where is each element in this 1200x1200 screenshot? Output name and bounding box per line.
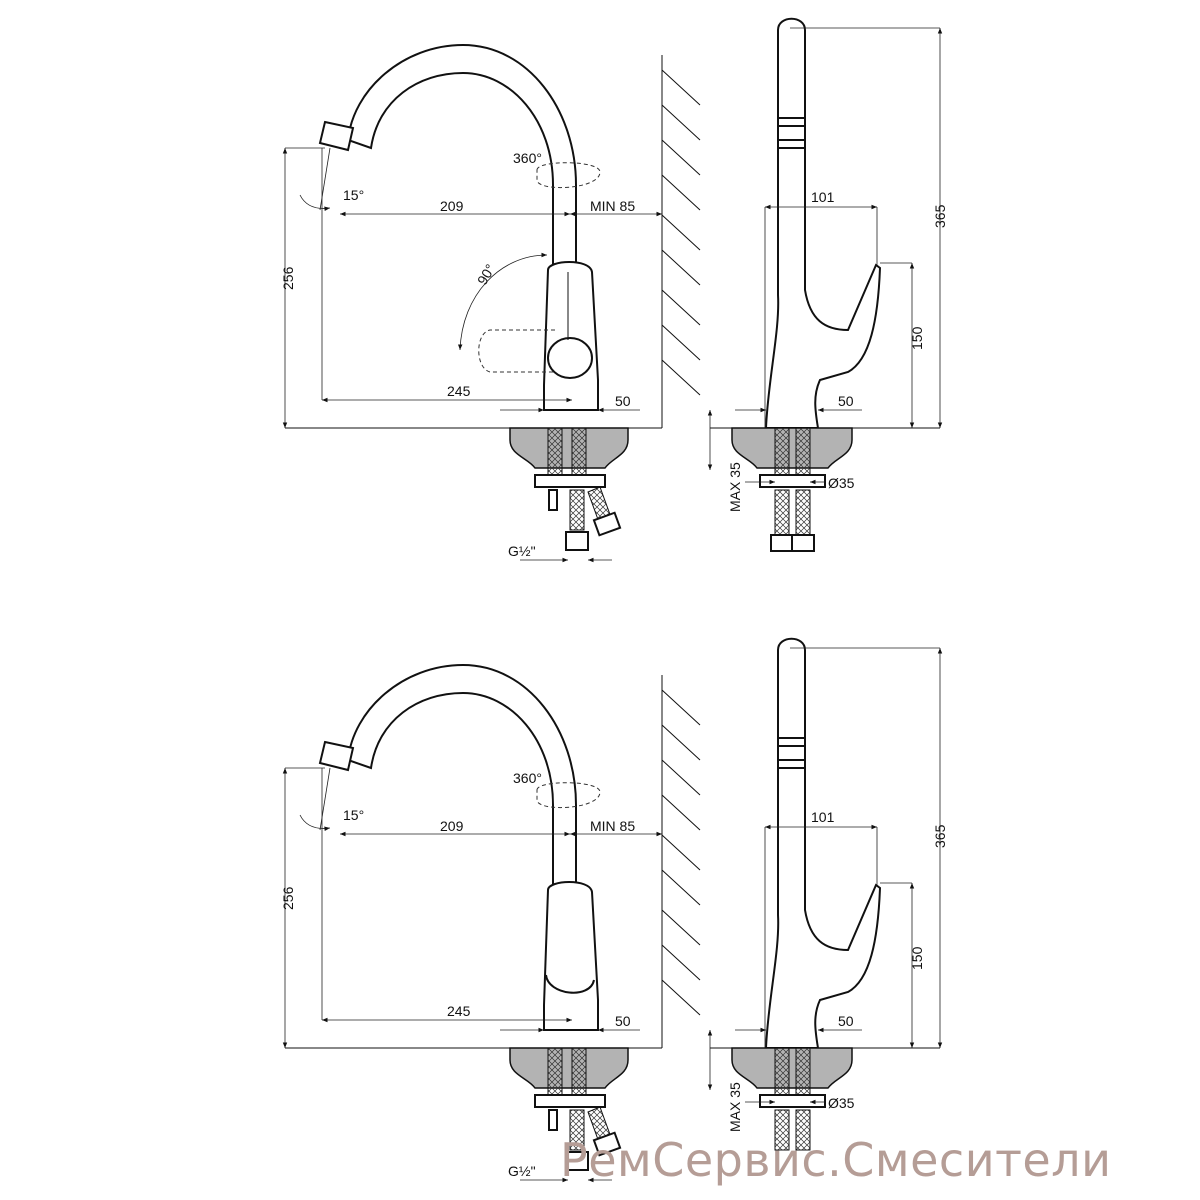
label-base-width-2: 50 [615, 1013, 631, 1029]
side-ring-2 [777, 139, 806, 149]
stud [548, 489, 558, 511]
front-view [282, 43, 701, 563]
watermark: РемСервис.Смесители [560, 1133, 1112, 1187]
flex-hose-a [569, 489, 585, 531]
label-depth-2: 101 [811, 809, 835, 825]
label-side-base-2: 50 [838, 1013, 854, 1029]
counter-section [509, 427, 629, 469]
label-total-height-2: 365 [932, 824, 948, 848]
faucet-body [543, 261, 599, 411]
label-spout-height: 256 [280, 266, 296, 290]
hose-right [571, 427, 587, 481]
front-view-2 [282, 663, 701, 1183]
label-angle-2: 15° [343, 807, 364, 823]
label-total-height: 365 [932, 204, 948, 228]
label-thread: G½" [508, 543, 536, 559]
label-rotation: 90° [474, 261, 498, 287]
label-depth: 101 [811, 189, 835, 205]
label-base-width: 50 [615, 393, 631, 409]
label-swivel-2: 360° [513, 770, 542, 786]
side-counter-section [731, 427, 853, 469]
hose-nut-a [565, 531, 589, 551]
panel-bottom: 15° 360° 209 MIN 85 256 245 50 G½" 365 1… [280, 637, 948, 1183]
hose-nut-b [592, 511, 622, 537]
label-thread-2: G½" [508, 1163, 536, 1179]
lever-hub [547, 337, 593, 379]
side-body [764, 17, 882, 429]
label-max: MAX 35 [727, 462, 743, 512]
side-view-2 [707, 637, 943, 1151]
label-lever-height: 150 [909, 326, 925, 350]
label-spout-height-2: 256 [280, 886, 296, 910]
spout-tip [318, 120, 355, 152]
side-ring [777, 117, 806, 127]
label-diameter-2: Ø35 [828, 1095, 855, 1111]
label-clearance: MIN 85 [590, 198, 635, 214]
panel-top: 15° 360° 90° 209 MIN 85 256 245 50 G½" 3… [280, 17, 948, 563]
hose-left [547, 427, 563, 481]
label-reach-2: 209 [440, 818, 464, 834]
wall-hatch [661, 69, 701, 396]
label-reach: 209 [440, 198, 464, 214]
tilt-arc [299, 194, 331, 211]
rotation-arc [457, 252, 548, 351]
label-swivel: 360° [513, 150, 542, 166]
swivel-ellipse [536, 162, 601, 189]
label-diameter: Ø35 [828, 475, 855, 491]
mount-plate [534, 474, 606, 488]
lever-alt-position [478, 329, 555, 373]
label-side-base: 50 [838, 393, 854, 409]
label-base-reach-2: 245 [447, 1003, 471, 1019]
label-base-reach: 245 [447, 383, 471, 399]
side-view [707, 17, 943, 552]
label-angle: 15° [343, 187, 364, 203]
label-lever-height-2: 150 [909, 946, 925, 970]
tilt-line [319, 147, 331, 211]
label-max-2: MAX 35 [727, 1082, 743, 1132]
label-clearance-2: MIN 85 [590, 818, 635, 834]
